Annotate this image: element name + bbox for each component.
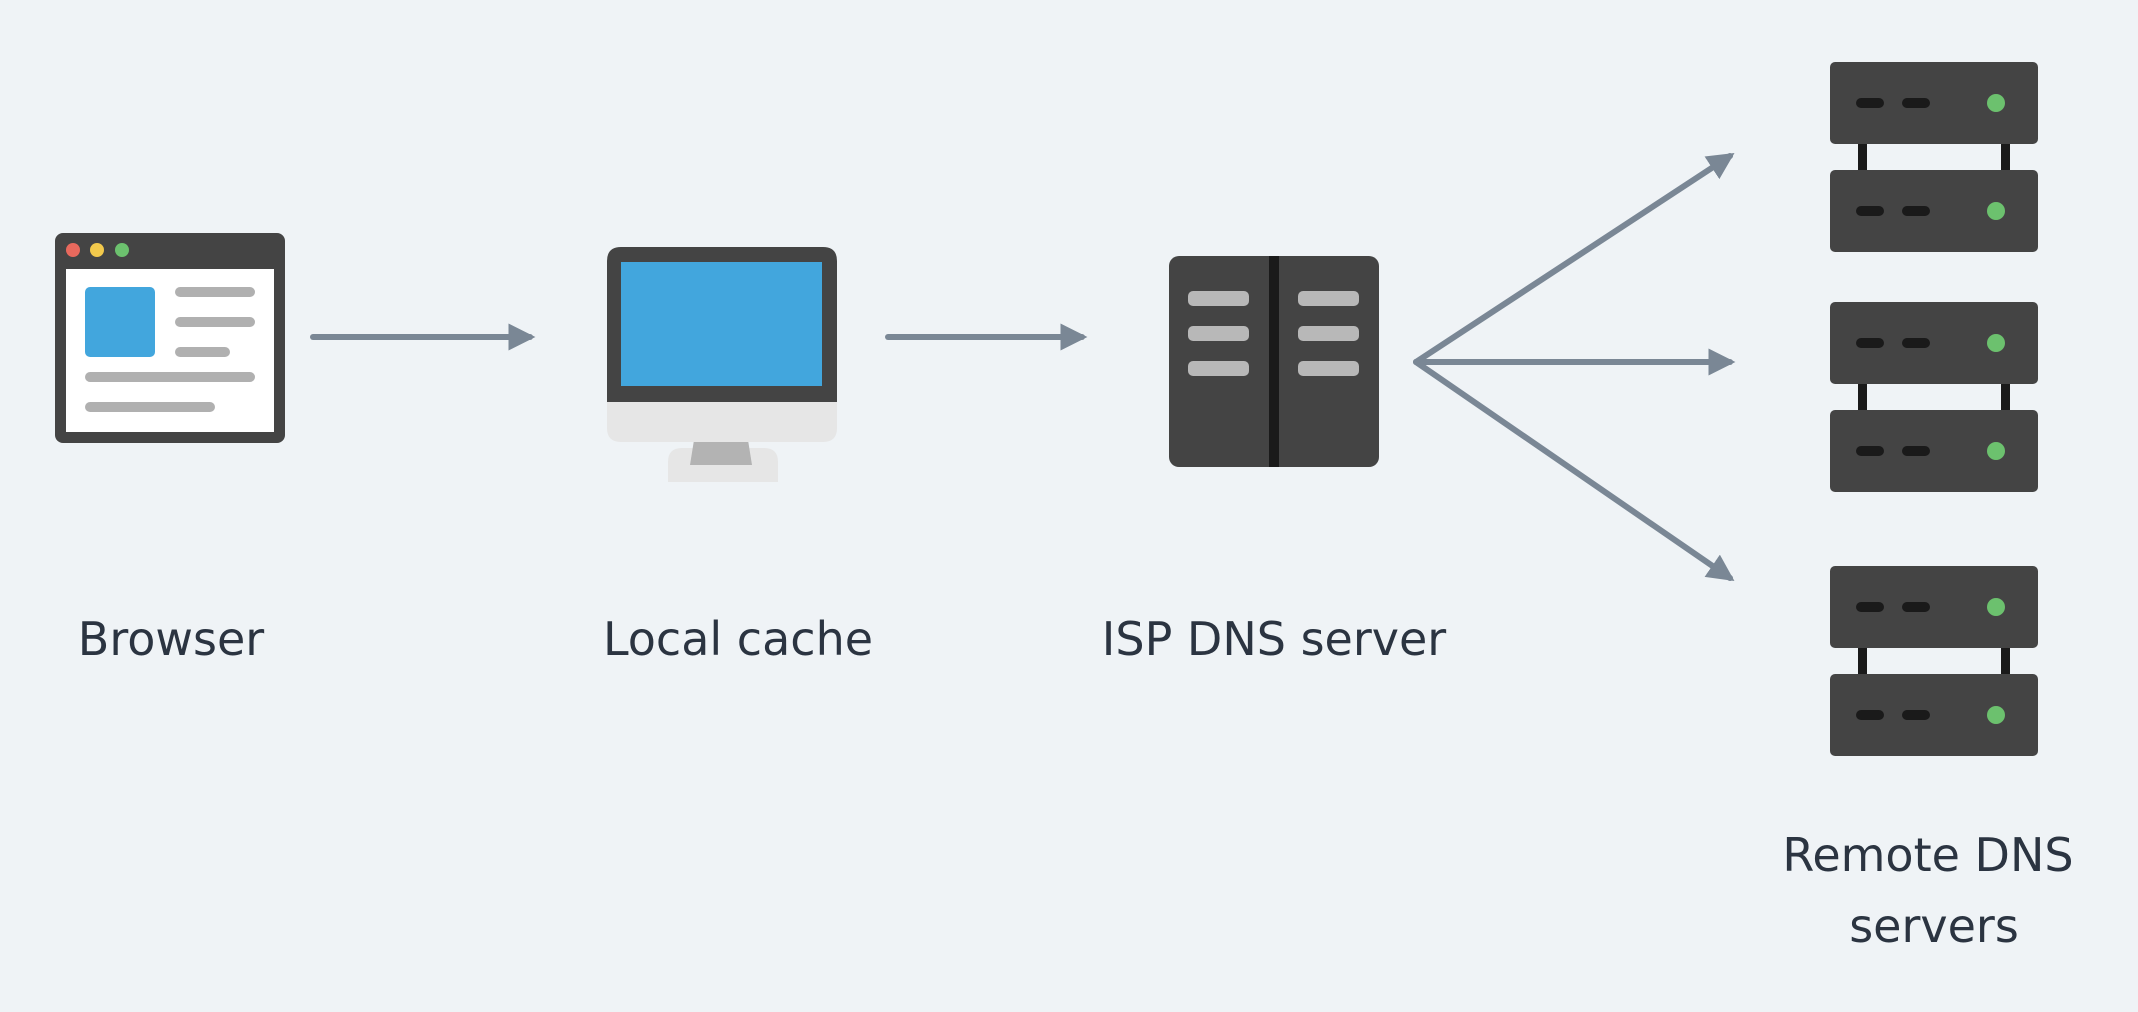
remote-dns-servers-label-line1: Remote DNS xyxy=(1782,828,2073,882)
local-cache-label: Local cache xyxy=(603,612,873,666)
server-rack-icon xyxy=(1830,566,2038,756)
server-rack-icon xyxy=(1830,62,2038,252)
server-rack-icon xyxy=(1830,302,2038,492)
remote-dns-servers-label-line2: servers xyxy=(1849,899,2019,953)
browser-label: Browser xyxy=(78,612,264,666)
desktop-monitor-icon xyxy=(607,247,837,482)
browser-window-icon xyxy=(55,233,285,443)
arrow-isp-dns-to-remote-top xyxy=(1413,153,1735,365)
arrow-isp-dns-to-remote-bottom xyxy=(1413,359,1735,582)
isp-dns-server-label: ISP DNS server xyxy=(1102,612,1446,666)
server-cabinet-icon xyxy=(1169,256,1379,467)
